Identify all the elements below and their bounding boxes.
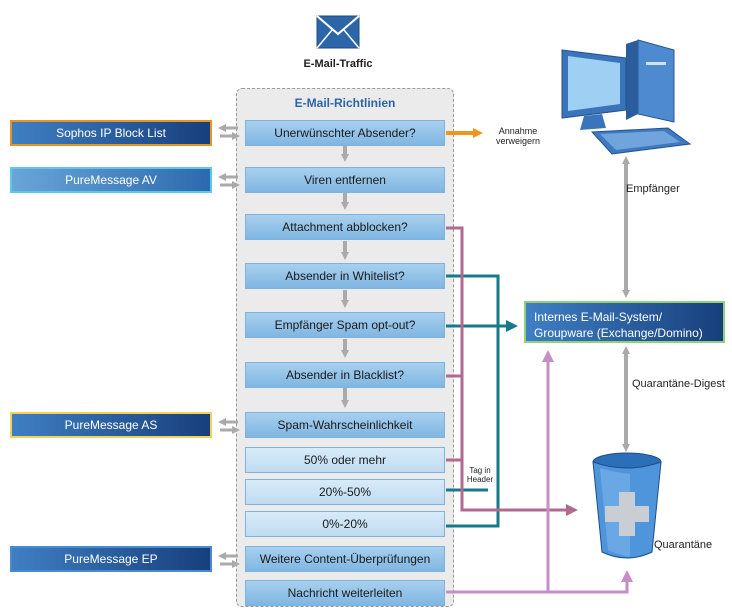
- step-sender-blacklist: Absender in Blacklist?: [245, 362, 445, 388]
- teal-paths: [446, 274, 518, 528]
- tag-label-line1: Tag in: [469, 466, 491, 475]
- step-block-attachment: Attachment abblocken?: [245, 214, 445, 240]
- puremessage-ep: PureMessage EP: [10, 546, 212, 572]
- step-spam-probability: Spam-Wahrscheinlichkeit: [245, 412, 445, 438]
- step-remove-viruses: Viren entfernen: [245, 167, 445, 193]
- reject-label-line1: Annahme: [498, 126, 538, 136]
- puremessage-av: PureMessage AV: [10, 167, 212, 193]
- step-spam-0-20: 0%-20%: [245, 511, 445, 537]
- tag-label-line2: Header: [466, 475, 494, 484]
- step-sender-whitelist: Absender in Whitelist?: [245, 263, 445, 289]
- step-recipient-optout: Empfänger Spam opt-out?: [245, 312, 445, 338]
- step-forward-message: Nachricht weiterleiten: [245, 580, 445, 606]
- step-unwanted-sender: Unerwünschter Absender?: [245, 120, 445, 146]
- internal-line1: Internes E-Mail-System/: [534, 310, 663, 324]
- mail-traffic-title: E-Mail-Traffic: [303, 58, 373, 70]
- tag-in-header-label: Tag in Header: [463, 466, 497, 484]
- policy-title: E-Mail-Richtlinien: [294, 96, 396, 110]
- trash-can-icon: [590, 452, 664, 575]
- internal-mail-system: Internes E-Mail-System/ Groupware (Excha…: [524, 301, 725, 343]
- internal-line2: Groupware (Exchange/Domino): [534, 326, 703, 340]
- sophos-ip-block-list: Sophos IP Block List: [10, 120, 212, 146]
- lilac-paths: [446, 350, 633, 594]
- digest-label: Quarantäne-Digest: [632, 378, 725, 390]
- step-spam-20-50: 20%-50%: [245, 479, 445, 505]
- recipient-label: Empfänger: [626, 183, 680, 195]
- step-further-content-checks: Weitere Content-Überprüfungen: [245, 546, 445, 572]
- envelope-icon: [316, 12, 360, 57]
- reject-label-line2: verweigern: [495, 136, 541, 146]
- quarantine-label: Quarantäne: [654, 539, 713, 551]
- computer-icon: [556, 36, 696, 165]
- reject-label: Annahme verweigern: [488, 126, 548, 146]
- mauve-paths: [446, 226, 578, 516]
- step-spam-50-plus: 50% oder mehr: [245, 447, 445, 473]
- puremessage-as: PureMessage AS: [10, 412, 212, 438]
- external-links: [218, 124, 240, 568]
